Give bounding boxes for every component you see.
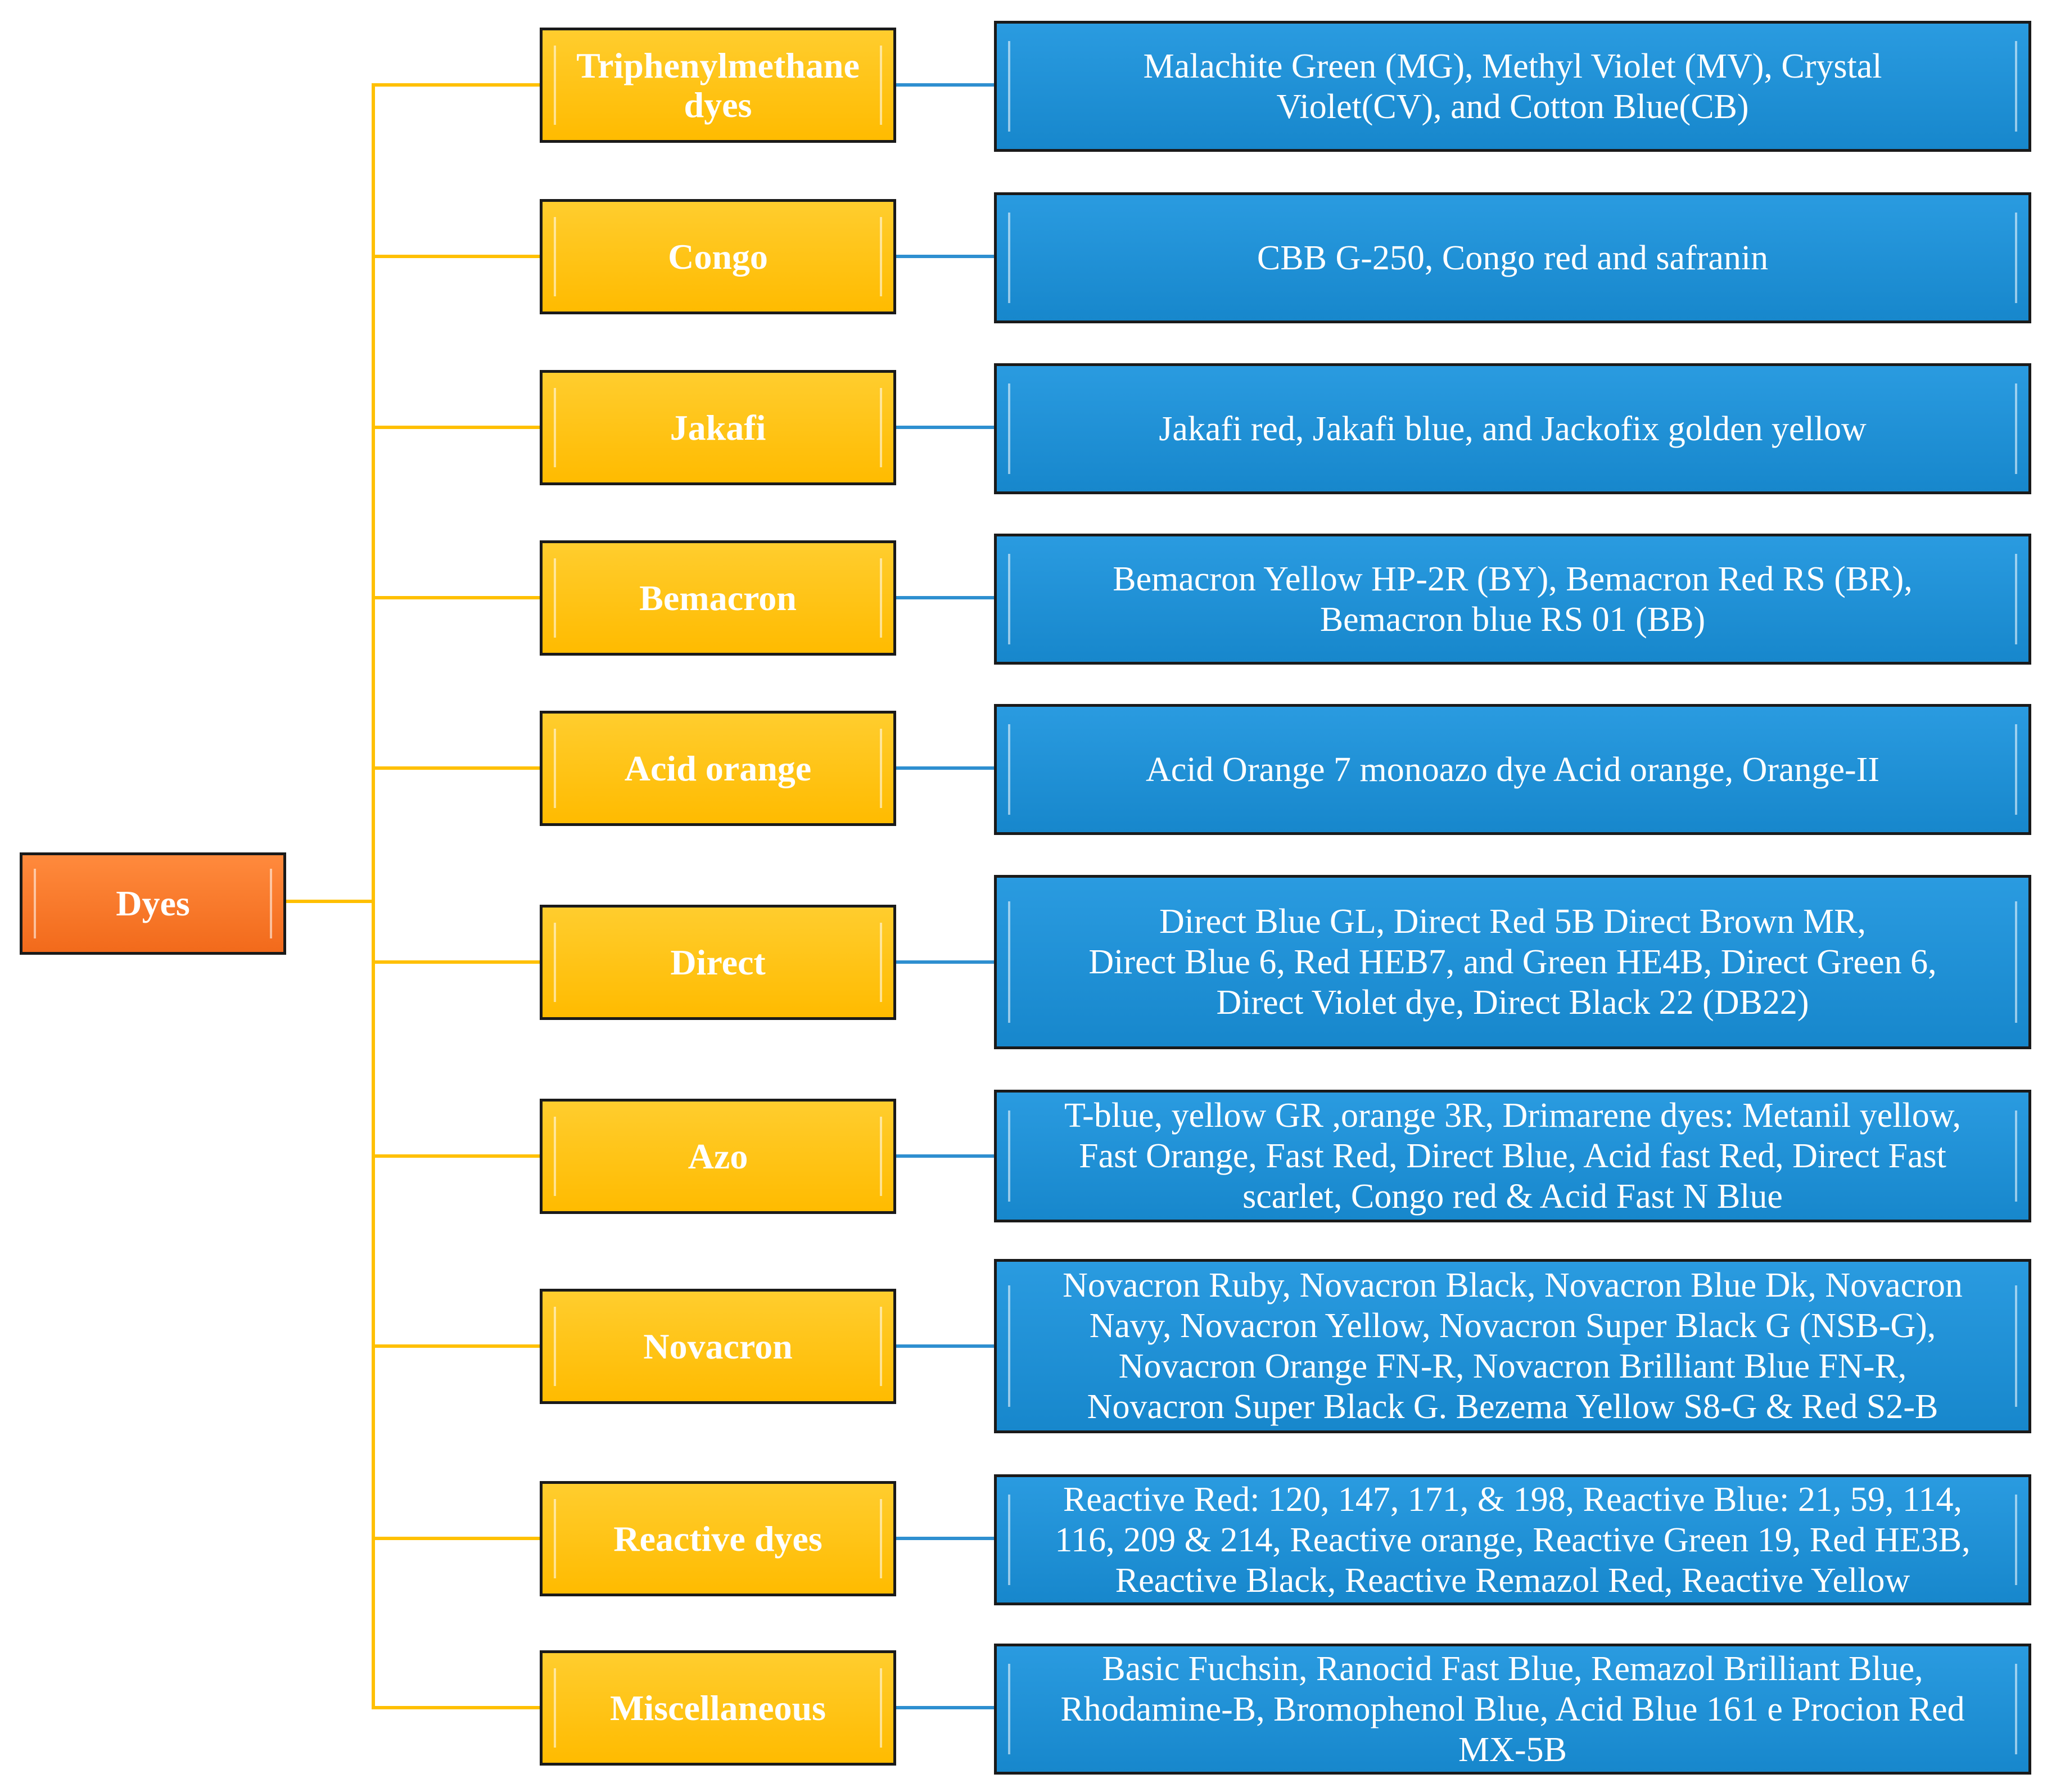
category-label: Novacron xyxy=(643,1326,793,1366)
examples-node: Novacron Ruby, Novacron Black, Novacron … xyxy=(994,1259,2031,1433)
examples-text: Malachite Green (MG), Methyl Violet (MV)… xyxy=(1143,47,1882,126)
detail-connector xyxy=(896,426,995,429)
category-label: Acid orange xyxy=(624,748,812,788)
detail-connector xyxy=(896,255,995,258)
category-node: Azo xyxy=(540,1099,896,1214)
detail-connector xyxy=(896,960,995,964)
root-connector xyxy=(286,900,373,903)
examples-node: Malachite Green (MG), Methyl Violet (MV)… xyxy=(994,21,2031,152)
examples-text: Novacron Ruby, Novacron Black, Novacron … xyxy=(1063,1266,1963,1426)
branch-connector xyxy=(372,1154,540,1158)
examples-node: Acid Orange 7 monoazo dye Acid orange, O… xyxy=(994,704,2031,835)
category-node: Miscellaneous xyxy=(540,1650,896,1766)
category-label: Bemacron xyxy=(639,577,797,618)
examples-node: Bemacron Yellow HP-2R (BY), Bemacron Red… xyxy=(994,534,2031,665)
examples-text: Bemacron Yellow HP-2R (BY), Bemacron Red… xyxy=(1113,559,1913,639)
detail-connector xyxy=(896,596,995,599)
category-label: Triphenylmethane dyes xyxy=(576,45,860,125)
detail-connector xyxy=(896,1344,995,1348)
category-node: Acid orange xyxy=(540,711,896,826)
examples-node: T-blue, yellow GR ,orange 3R, Drimarene … xyxy=(994,1090,2031,1222)
examples-text: T-blue, yellow GR ,orange 3R, Drimarene … xyxy=(1064,1096,1961,1216)
category-label: Reactive dyes xyxy=(613,1518,823,1559)
detail-connector xyxy=(896,766,995,770)
examples-node: Basic Fuchsin, Ranocid Fast Blue, Remazo… xyxy=(994,1644,2031,1775)
examples-text: Basic Fuchsin, Ranocid Fast Blue, Remazo… xyxy=(1060,1649,1965,1769)
category-label: Jakafi xyxy=(670,407,766,448)
category-node: Reactive dyes xyxy=(540,1481,896,1596)
category-node: Triphenylmethane dyes xyxy=(540,28,896,143)
root-node: Dyes xyxy=(20,852,286,955)
examples-text: CBB G-250, Congo red and safranin xyxy=(1257,238,1769,277)
branch-connector xyxy=(372,83,540,87)
branch-connector xyxy=(372,1706,540,1709)
examples-text: Acid Orange 7 monoazo dye Acid orange, O… xyxy=(1146,750,1879,789)
examples-node: Jakafi red, Jakafi blue, and Jackofix go… xyxy=(994,363,2031,494)
branch-connector xyxy=(372,426,540,429)
branch-connector xyxy=(372,1344,540,1348)
examples-node: Direct Blue GL, Direct Red 5B Direct Bro… xyxy=(994,875,2031,1049)
category-label: Congo xyxy=(668,236,768,277)
branch-connector xyxy=(372,960,540,964)
examples-node: CBB G-250, Congo red and safranin xyxy=(994,192,2031,323)
branch-connector xyxy=(372,596,540,599)
detail-connector xyxy=(896,83,995,87)
root-label: Dyes xyxy=(116,883,190,923)
category-node: Congo xyxy=(540,199,896,314)
detail-connector xyxy=(896,1154,995,1158)
branch-connector xyxy=(372,255,540,258)
branch-connector xyxy=(372,766,540,770)
tree-spine xyxy=(372,85,375,1708)
category-label: Miscellaneous xyxy=(610,1687,826,1728)
detail-connector xyxy=(896,1537,995,1540)
examples-node: Reactive Red: 120, 147, 171, & 198, Reac… xyxy=(994,1474,2031,1605)
detail-connector xyxy=(896,1706,995,1709)
category-node: Direct xyxy=(540,905,896,1020)
category-label: Direct xyxy=(670,942,766,982)
examples-text: Jakafi red, Jakafi blue, and Jackofix go… xyxy=(1159,409,1867,448)
category-node: Jakafi xyxy=(540,370,896,485)
branch-connector xyxy=(372,1537,540,1540)
category-node: Bemacron xyxy=(540,540,896,656)
examples-text: Direct Blue GL, Direct Red 5B Direct Bro… xyxy=(1088,902,1937,1022)
category-label: Azo xyxy=(688,1136,748,1176)
examples-text: Reactive Red: 120, 147, 171, & 198, Reac… xyxy=(1055,1480,1971,1600)
category-node: Novacron xyxy=(540,1289,896,1404)
